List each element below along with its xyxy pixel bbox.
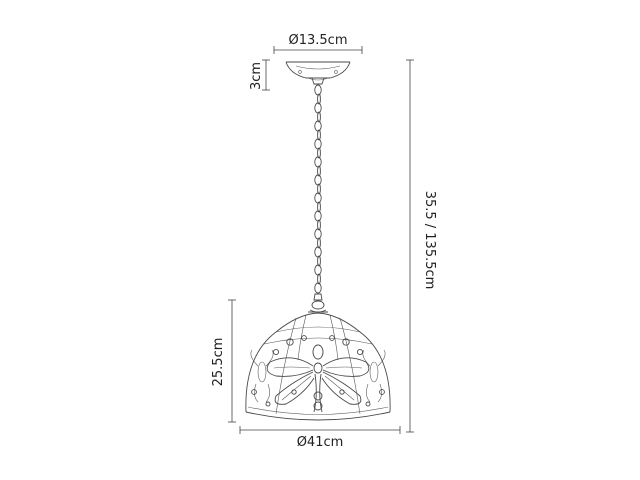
shade-diameter-label: Ø41cm xyxy=(297,435,344,450)
shade-jewels xyxy=(251,335,385,407)
chain-link xyxy=(314,174,322,186)
side-dragonfly-left xyxy=(250,349,274,403)
shade-cap xyxy=(308,293,328,313)
chain-link xyxy=(314,192,322,204)
chain-link xyxy=(314,264,322,276)
chain-link xyxy=(317,273,321,285)
chain-link xyxy=(314,138,322,150)
chain xyxy=(314,84,322,294)
chain-link xyxy=(317,93,321,105)
chain-link xyxy=(317,237,321,249)
shade-diameter-dimension: Ø41cm xyxy=(239,426,401,450)
rose-diameter-dimension: Ø13.5cm xyxy=(273,33,363,54)
chain-link xyxy=(314,102,322,114)
chain-link xyxy=(314,120,322,132)
ceiling-rose xyxy=(285,61,351,85)
chain-link xyxy=(317,111,321,123)
rose-diameter-label: Ø13.5cm xyxy=(289,33,348,48)
total-drop-dimension: 35.5 / 135.5cm xyxy=(406,59,437,433)
chain-link xyxy=(317,129,321,141)
chain-link xyxy=(317,219,321,231)
rose-height-label: 3cm xyxy=(249,62,264,90)
chain-link xyxy=(317,165,321,177)
shade-height-dimension: 25.5cm xyxy=(211,299,236,423)
chain-link xyxy=(317,183,321,195)
chain-link xyxy=(314,210,322,222)
chain-link xyxy=(314,246,322,258)
chain-link xyxy=(317,255,321,267)
chain-link xyxy=(317,147,321,159)
shade-height-label: 25.5cm xyxy=(211,338,226,387)
total-drop-label: 35.5 / 135.5cm xyxy=(422,191,437,290)
chain-link xyxy=(314,282,322,294)
chain-link xyxy=(314,84,322,96)
chain-link xyxy=(314,228,322,240)
chain-link xyxy=(317,201,321,213)
rose-height-dimension: 3cm xyxy=(249,59,270,91)
dragonfly-motif xyxy=(266,344,370,413)
chain-link xyxy=(314,156,322,168)
